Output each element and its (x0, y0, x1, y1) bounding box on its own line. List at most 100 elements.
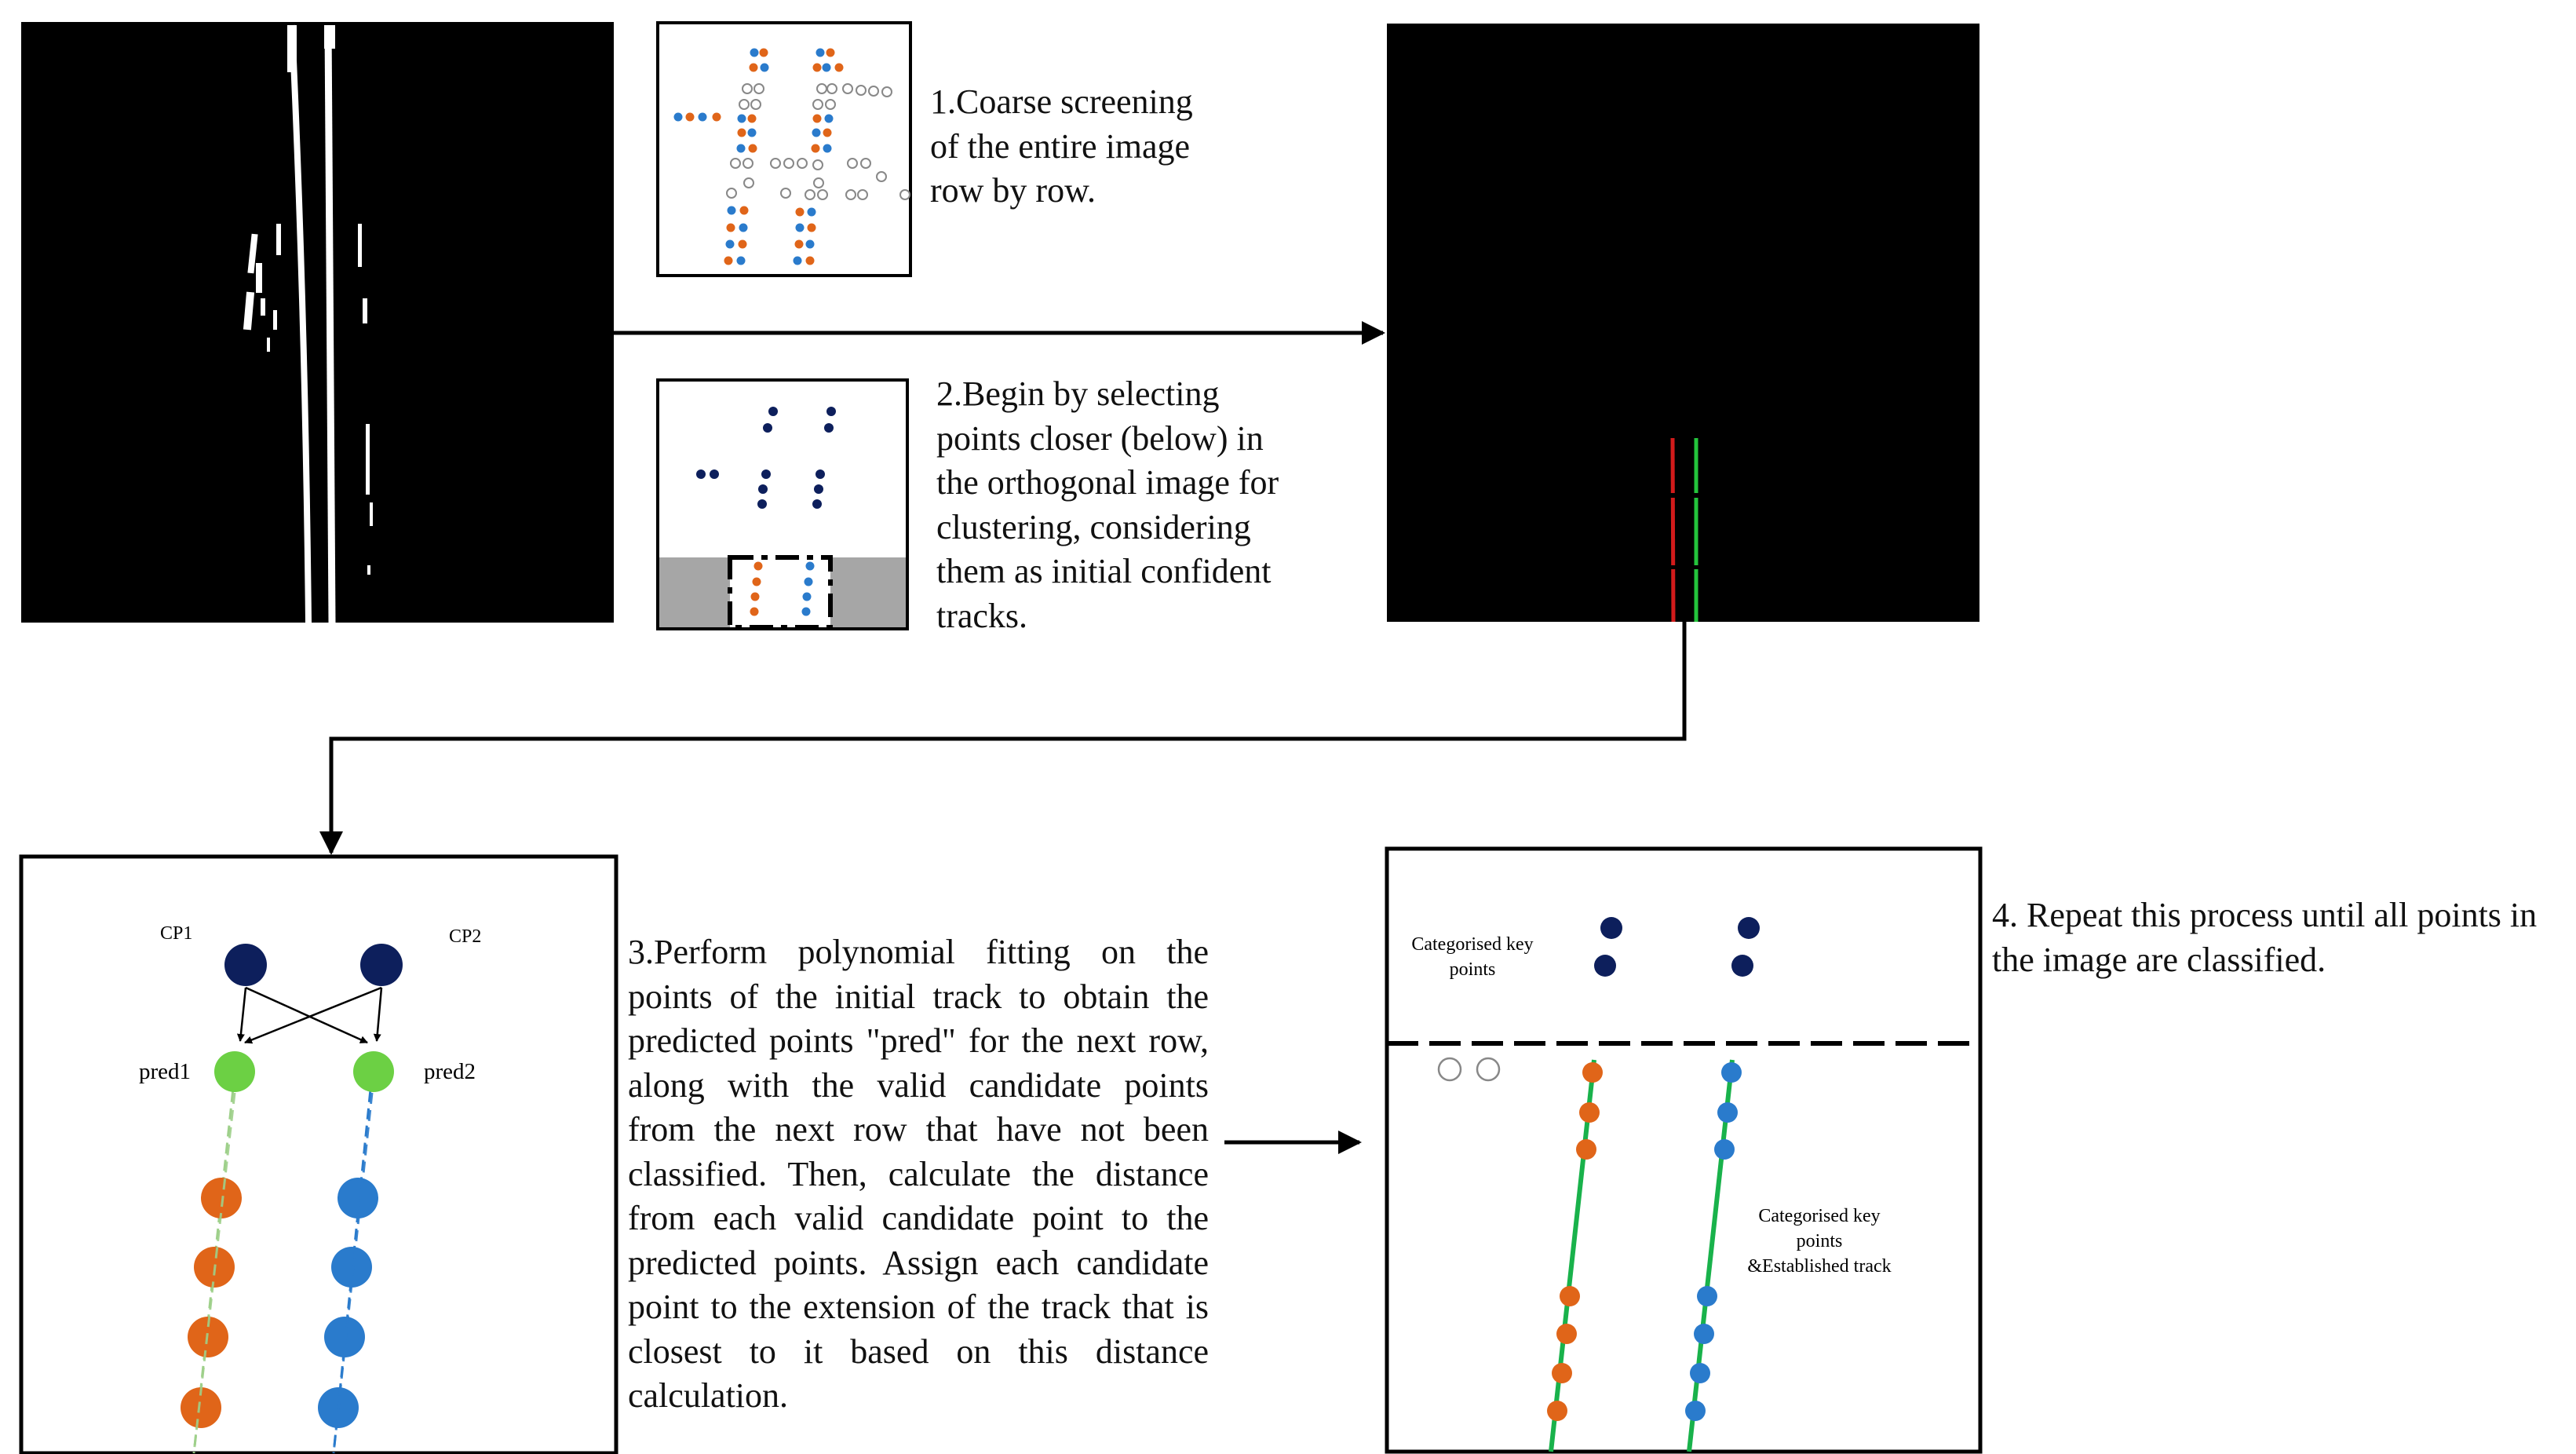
coarse-point-blue (727, 206, 736, 215)
coarse-point-blue (805, 239, 815, 249)
coarse-point-blue (739, 223, 748, 232)
track-right-point (1717, 1102, 1738, 1123)
unclassified-point-1 (1437, 1057, 1462, 1082)
coarse-point-blue (807, 207, 816, 217)
coarse-point-unclassified (739, 99, 750, 110)
navy-point (768, 407, 778, 416)
coarse-point-blue (673, 112, 683, 122)
candidate-right-1 (338, 1178, 378, 1218)
coarse-point-orange (726, 223, 735, 232)
established-track-left (1549, 1059, 1596, 1452)
coarse-point-orange (812, 114, 822, 123)
coarse-point-orange (807, 223, 816, 232)
coarse-point-orange (724, 256, 733, 265)
cp2-label: CP2 (449, 926, 481, 947)
cp1-point (224, 944, 267, 986)
established-track-panel: Categorised key points Categorised key p… (1385, 846, 1983, 1454)
navy-point (763, 423, 772, 433)
initial-blue-point (805, 561, 815, 571)
coarse-point-unclassified (845, 189, 856, 200)
coarse-point-unclassified (881, 86, 892, 97)
coarse-point-orange (748, 144, 757, 153)
navy-point (758, 484, 768, 494)
coarse-point-unclassified (817, 189, 828, 200)
step2-box: 2.Begin by selecting points closer (belo… (936, 374, 1279, 635)
initial-orange-point (750, 592, 760, 601)
coarse-point-orange (737, 128, 746, 137)
navy-point (815, 469, 825, 479)
candidate-left-4 (181, 1387, 221, 1428)
step4-text: 4. Repeat this process until all points … (1992, 896, 2538, 979)
binary-lane-image (21, 22, 614, 623)
coarse-point-orange (759, 48, 768, 57)
initial-blue-point (804, 577, 813, 586)
coarse-point-blue (736, 256, 746, 265)
initial-tracks-panel (656, 378, 909, 630)
track-left-point (1576, 1139, 1596, 1160)
top-label-line2: points (1450, 959, 1496, 980)
coarse-point-blue (824, 114, 834, 123)
coarse-point-unclassified (770, 158, 781, 169)
navy-point (826, 407, 836, 416)
navy-point (824, 423, 834, 433)
coarse-point-unclassified (783, 158, 794, 169)
track-right-point (1697, 1286, 1717, 1306)
initial-blue-point (801, 607, 811, 616)
coarse-point-unclassified (813, 177, 824, 188)
track-left-point (1560, 1286, 1580, 1306)
coarse-point-unclassified (742, 83, 753, 94)
coarse-point-orange (805, 256, 815, 265)
coarse-point-orange (795, 207, 805, 217)
coarse-point-orange (826, 48, 835, 57)
coarse-point-orange (812, 63, 822, 72)
key-point-3 (1594, 955, 1616, 977)
coarse-point-unclassified (860, 158, 871, 169)
coarse-point-orange (739, 206, 749, 215)
track-dots (1547, 1062, 1742, 1421)
step2-text: 2.Begin by selecting points closer (belo… (936, 374, 1279, 635)
coarse-dots (673, 48, 910, 265)
coarse-point-orange (738, 239, 747, 249)
coarse-point-unclassified (743, 177, 754, 188)
navy-point (710, 469, 719, 479)
navy-point (812, 499, 822, 509)
prediction-panel: CP1 CP2 pred1 pred2 (19, 854, 618, 1454)
coarse-point-orange (747, 114, 757, 123)
initial-orange-point (753, 561, 763, 571)
coarse-point-unclassified (847, 158, 858, 169)
initial-orange-point (750, 607, 759, 616)
track-left-point (1547, 1401, 1567, 1421)
track-right-point (1721, 1062, 1742, 1083)
coarse-point-orange (749, 63, 758, 72)
coarse-point-orange (685, 112, 695, 122)
step1-text: 1.Coarse screening of the entire image r… (930, 82, 1193, 210)
pred1-label: pred1 (139, 1059, 191, 1084)
coarse-point-unclassified (726, 188, 737, 199)
key-point-1 (1600, 917, 1622, 939)
pred2-point (353, 1051, 394, 1092)
coarse-point-unclassified (899, 189, 910, 200)
cp2-point (360, 944, 403, 986)
coarse-point-blue (815, 48, 825, 57)
track-label-line2: points (1797, 1231, 1843, 1251)
coarse-point-orange (834, 63, 844, 72)
coarse-point-blue (750, 48, 759, 57)
coarse-point-unclassified (780, 188, 791, 199)
track-right-point (1685, 1401, 1706, 1421)
key-point-4 (1731, 955, 1753, 977)
coarse-point-unclassified (816, 83, 827, 94)
coarse-point-blue (823, 144, 832, 153)
coarse-point-blue (760, 63, 769, 72)
navy-point (696, 469, 706, 479)
track-right-point (1714, 1139, 1735, 1160)
track-left-point (1582, 1062, 1603, 1083)
unclassified-point-2 (1476, 1057, 1501, 1082)
arrow-loop-down (319, 622, 1687, 855)
track-left-point (1579, 1102, 1600, 1123)
pred1-point (214, 1051, 255, 1092)
coarse-point-orange (811, 144, 820, 153)
candidate-right-3 (324, 1317, 365, 1357)
top-label-line1: Categorised key (1411, 934, 1533, 955)
step1-box: 1.Coarse screening of the entire image r… (930, 82, 1193, 210)
